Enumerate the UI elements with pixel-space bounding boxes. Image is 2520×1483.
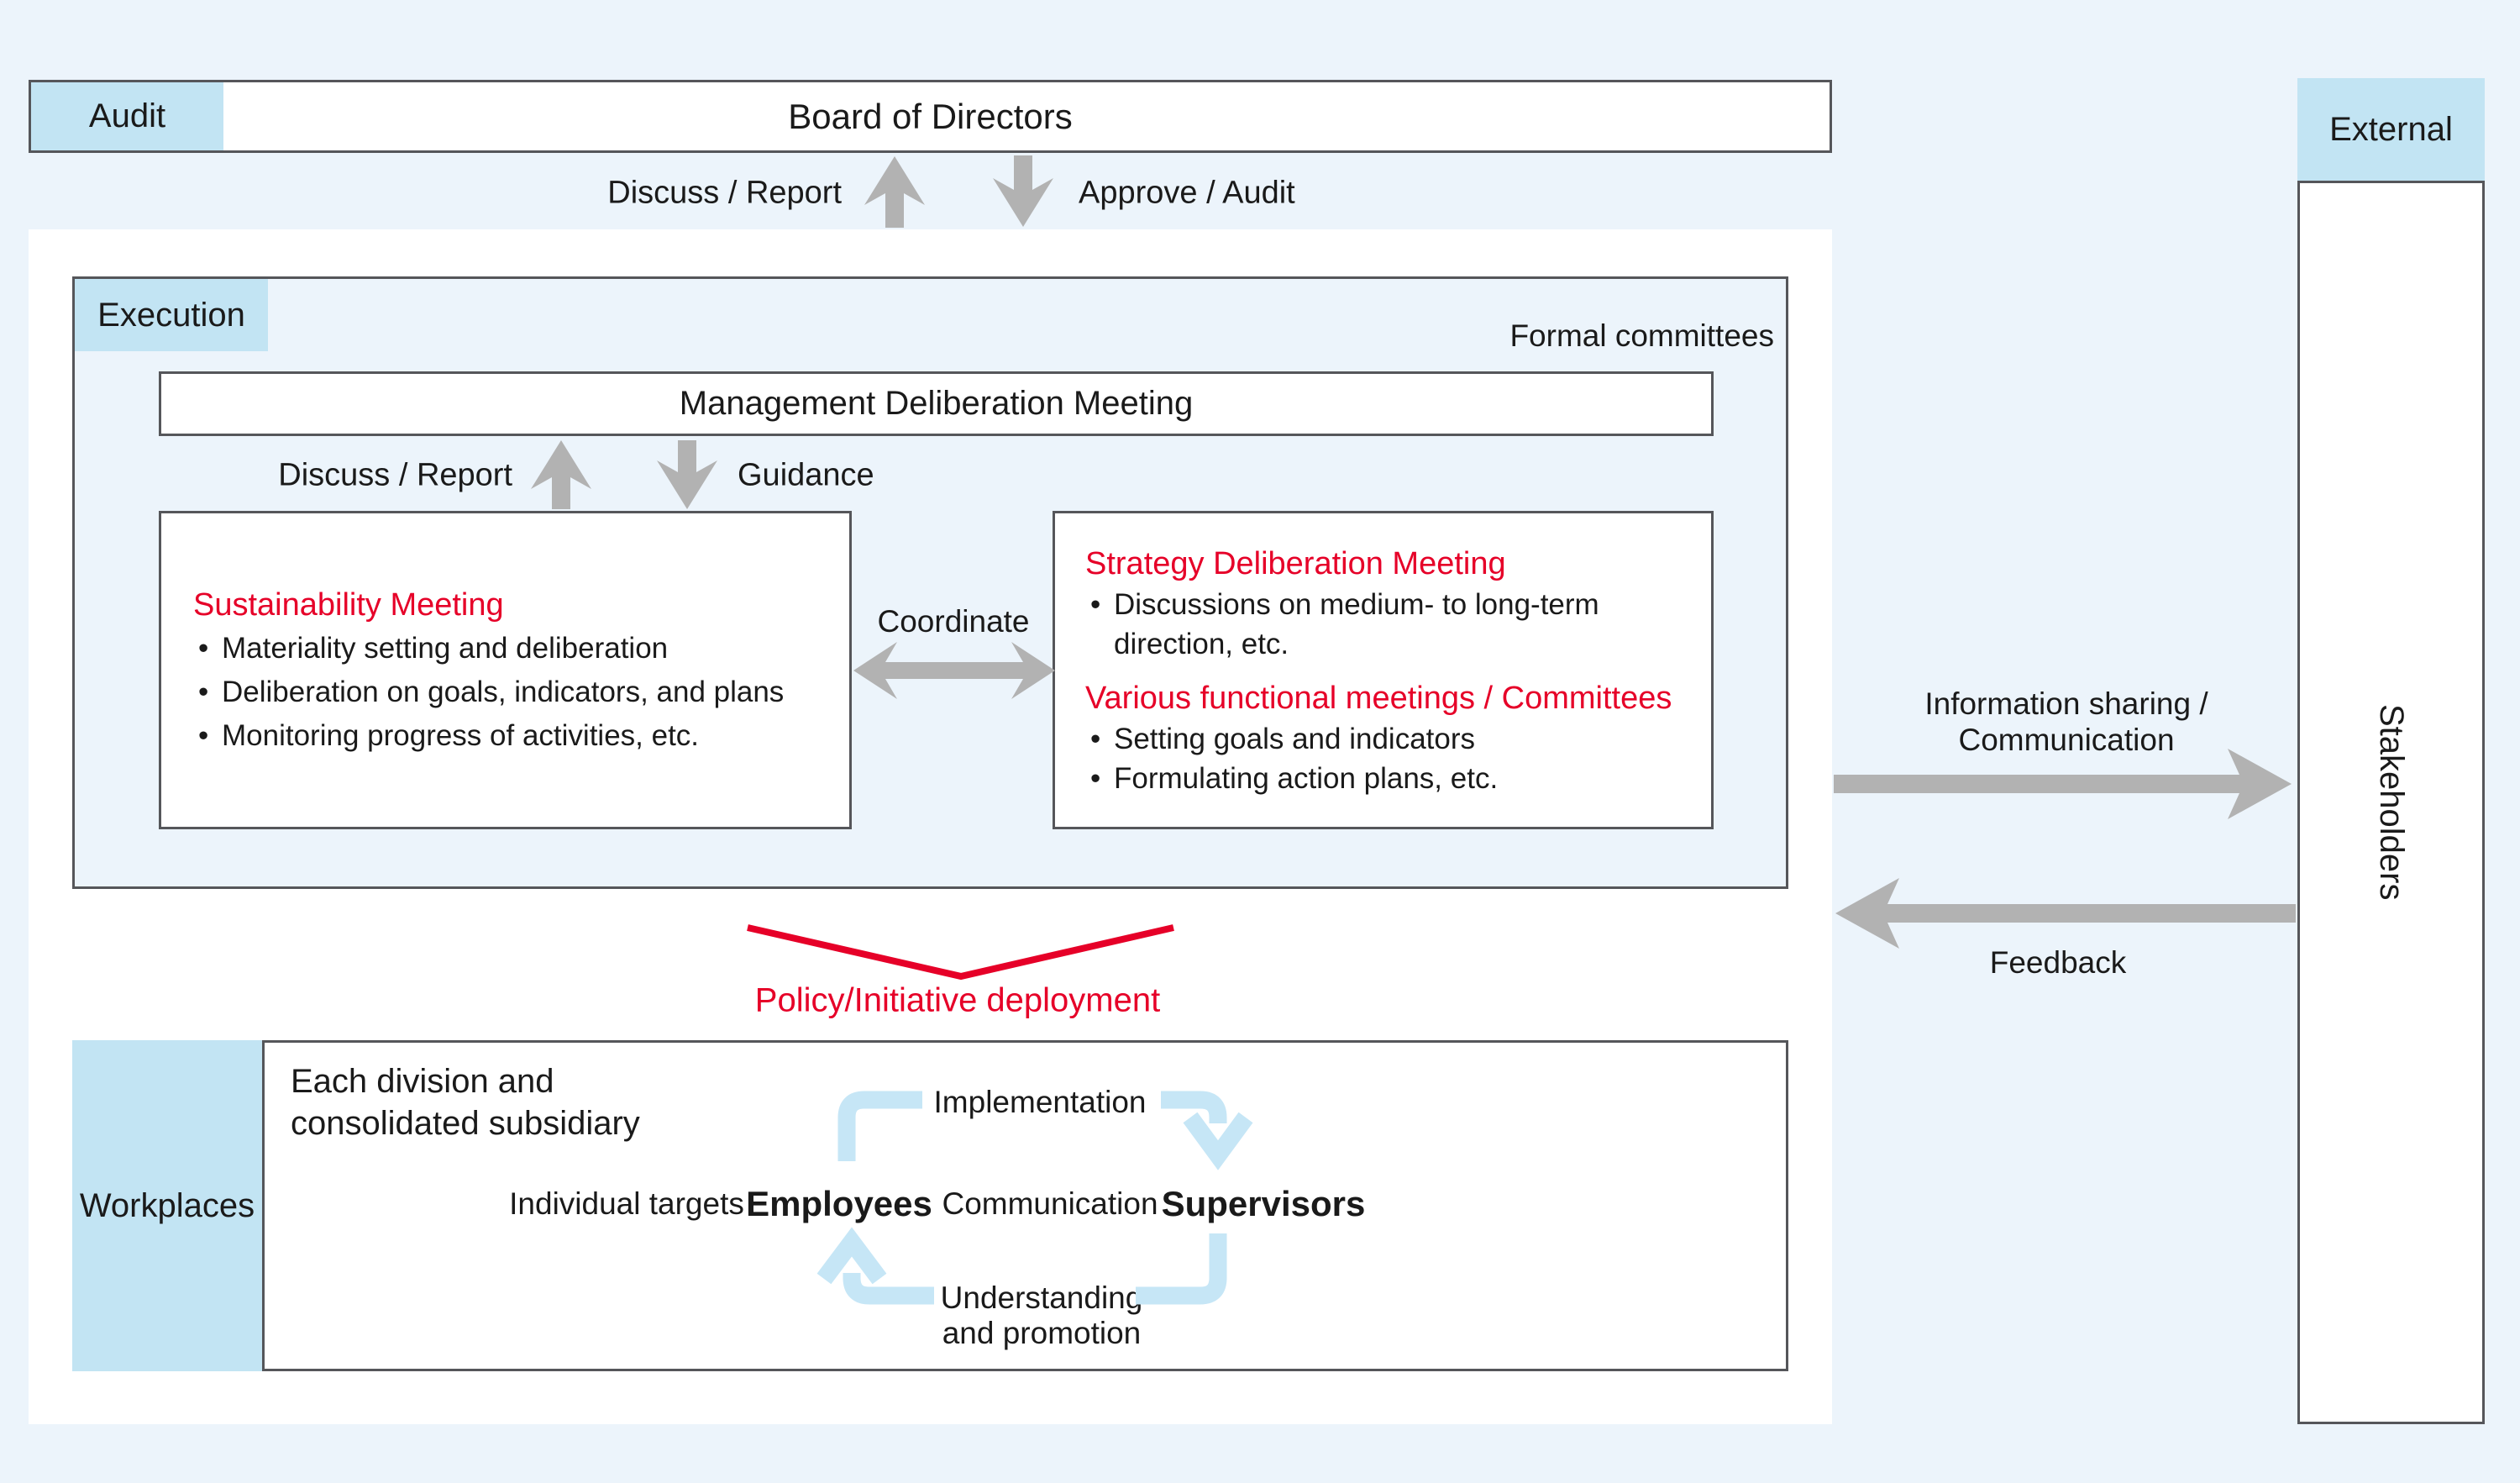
discuss-report-label-top: Discuss / Report	[607, 176, 842, 212]
workplaces-box	[262, 1040, 1788, 1371]
board-of-directors-title: Board of Directors	[788, 96, 1073, 136]
division-heading: Each division and consolidated subsidiar…	[291, 1060, 669, 1144]
strategy-deliberation-box: Strategy Deliberation Meeting Discussion…	[1053, 511, 1714, 829]
board-title-wrap: Board of Directors	[31, 82, 1830, 150]
functional-meetings-bullet: Setting goals and indicators	[1085, 719, 1711, 759]
coordinate-double-arrow	[853, 642, 1055, 699]
functional-bullet-text: Formulating action plans, etc.	[1114, 761, 1499, 795]
board-of-directors-box: Audit Board of Directors	[29, 80, 1832, 153]
coordinate-text: Coordinate	[877, 604, 1030, 639]
stakeholders-box: Stakeholders	[2297, 181, 2485, 1424]
functional-meetings-bullet: Formulating action plans, etc.	[1085, 759, 1711, 798]
approve-audit-label: Approve / Audit	[1079, 176, 1295, 212]
discuss-report-label-mid: Discuss / Report	[278, 458, 512, 494]
sustainability-bullet: Monitoring progress of activities, etc.	[193, 714, 849, 758]
info-sharing-text: Information sharing / Communication	[1924, 686, 2208, 757]
audit-tab: Audit	[31, 82, 223, 150]
coordinate-label: Coordinate	[877, 604, 1029, 639]
external-tab-label: External	[2329, 110, 2453, 148]
management-deliberation-title: Management Deliberation Meeting	[679, 385, 1194, 422]
sustainability-bullet-text: Materiality setting and deliberation	[222, 631, 669, 665]
policy-deployment-text: Policy/Initiative deployment	[754, 981, 1161, 1019]
discuss-report-mid-text: Discuss / Report	[278, 457, 512, 493]
cycle-up-arrowhead	[816, 1227, 887, 1285]
audit-tab-label: Audit	[88, 97, 166, 134]
management-deliberation-box: Management Deliberation Meeting	[159, 371, 1714, 436]
execution-tab: Execution	[75, 279, 268, 351]
sustainability-bullet-text: Monitoring progress of activities, etc.	[222, 718, 700, 752]
discuss-report-up-arrow	[864, 156, 925, 228]
cycle-top-left-elbow	[837, 1091, 922, 1161]
implementation-label: Implementation	[934, 1085, 1147, 1120]
discuss-report-text: Discuss / Report	[607, 175, 842, 211]
sustainability-title: Sustainability Meeting	[193, 586, 504, 623]
policy-deployment-label: Policy/Initiative deployment	[755, 982, 1160, 1020]
sustainability-bullet: Materiality setting and deliberation	[193, 627, 849, 671]
cycle-bottom-right-elbow	[1136, 1233, 1227, 1305]
supervisors-label: Supervisors	[1162, 1184, 1366, 1224]
cycle-down-arrowhead	[1183, 1112, 1253, 1170]
workplaces-tab: Workplaces	[72, 1040, 262, 1371]
communication-label: Communication	[942, 1186, 1158, 1222]
individual-targets-text: Individual targets	[509, 1186, 744, 1221]
implementation-text: Implementation	[933, 1085, 1147, 1119]
stakeholders-label: Stakeholders	[2373, 704, 2410, 901]
sustainability-meeting-box: Sustainability Meeting Materiality setti…	[159, 511, 852, 829]
individual-targets-label: Individual targets	[509, 1186, 744, 1222]
guidance-text: Guidance	[738, 457, 874, 493]
formal-committees-text: Formal committees	[1509, 318, 1774, 353]
division-heading-text: Each division and consolidated subsidiar…	[291, 1063, 640, 1142]
info-sharing-right-arrow	[1834, 749, 2292, 819]
sustainability-bullet-text: Deliberation on goals, indicators, and p…	[222, 675, 785, 708]
info-sharing-label: Information sharing / Communication	[1890, 686, 2243, 758]
employees-text: Employees	[746, 1184, 932, 1223]
strategy-bullet-text: Discussions on medium- to long-term dire…	[1114, 587, 1599, 660]
functional-meetings-title: Various functional meetings / Committees	[1085, 680, 1672, 716]
discuss-report-up-arrow-mid	[531, 440, 591, 509]
feedback-text: Feedback	[1989, 945, 2127, 980]
communication-text: Communication	[942, 1186, 1158, 1221]
guidance-down-arrow	[657, 440, 717, 509]
functional-bullet-text: Setting goals and indicators	[1114, 722, 1475, 755]
understanding-promotion-label: Understanding and promotion	[916, 1281, 1168, 1351]
supervisors-text: Supervisors	[1161, 1184, 1366, 1223]
workplaces-tab-label: Workplaces	[79, 1186, 255, 1224]
sustainability-bullet: Deliberation on goals, indicators, and p…	[193, 671, 849, 714]
approve-audit-down-arrow	[993, 155, 1053, 227]
feedback-left-arrow	[1835, 878, 2296, 949]
employees-label: Employees	[746, 1184, 932, 1224]
understanding-promotion-text: Understanding and promotion	[940, 1281, 1143, 1350]
cycle-top-right-elbow	[1161, 1091, 1227, 1123]
cycle-bottom-left-elbow	[843, 1273, 934, 1305]
strategy-title: Strategy Deliberation Meeting	[1085, 545, 1506, 581]
guidance-label: Guidance	[738, 458, 874, 494]
external-tab: External	[2297, 78, 2485, 181]
formal-committees-note: Formal committees	[1509, 318, 1774, 354]
approve-audit-text: Approve / Audit	[1079, 175, 1295, 211]
strategy-bullet: Discussions on medium- to long-term dire…	[1085, 585, 1668, 664]
feedback-label: Feedback	[1990, 945, 2127, 981]
execution-tab-label: Execution	[97, 296, 245, 334]
deployment-chevron	[747, 924, 1174, 981]
